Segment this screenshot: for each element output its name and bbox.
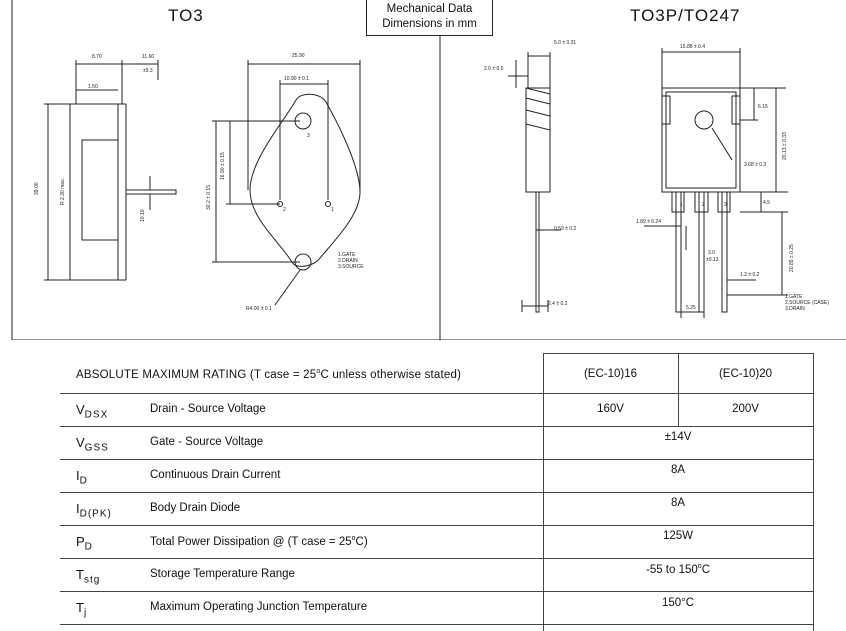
table-line — [60, 393, 813, 394]
to3-dim-r230: R 2.30 max. — [60, 178, 66, 205]
to3-legend-gate: 1.GATE — [338, 252, 356, 258]
symbol-pd: PD — [76, 534, 93, 553]
to247-dim-059: 0.59 ± 0.2 — [554, 226, 576, 232]
symbol-vgss: VGSS — [76, 435, 109, 454]
table-line — [60, 591, 813, 592]
to3-dim-870: 8.70 — [92, 54, 102, 60]
value-vdsx-ec1016: 160V — [597, 403, 624, 415]
table-line — [60, 459, 813, 460]
to247-dim-20: 2.0 ± 0.5 — [484, 66, 504, 72]
column-header-ec1020: (EC-10)20 — [718, 368, 773, 380]
to3-dim-r400: R4.00 ± 0.1 — [246, 306, 272, 312]
table-line — [60, 558, 813, 559]
to247-legend-drain: 3.DRAIN — [785, 306, 805, 312]
to3-dim-1160: 11.60 — [142, 54, 154, 60]
table-title: ABSOLUTE MAXIMUM RATING (T case = 25oC u… — [76, 368, 462, 381]
to3-pin-3: 3 — [307, 133, 310, 139]
symbol-tj: Tj — [76, 600, 88, 619]
to247-dim-1588: 15.88 ± 0.4 — [680, 44, 705, 50]
mechanical-drawing-frame — [11, 0, 846, 340]
to3-dim-1090: 10.90 ± 0.1 — [284, 76, 309, 82]
table-line — [60, 525, 813, 526]
to3-dim-1010: 10.10 — [140, 209, 146, 222]
to3-legend-drain: 2.DRAIN — [338, 258, 358, 264]
value-pd: 125W — [662, 530, 694, 542]
to3-dim-3900: 39.00 — [34, 182, 40, 195]
to247-dim-30: 3.0 — [708, 250, 715, 256]
to247-dim-12: 1.2 ± 0.2 — [740, 272, 760, 278]
desc-drain-source-voltage: Drain - Source Voltage — [150, 403, 266, 415]
symbol-vdsx: VDSX — [76, 402, 109, 421]
mechanical-data-line2: Dimensions in mm — [382, 18, 477, 30]
to3-pin-2: 2 — [283, 207, 286, 213]
to247-pin-1: 1 — [680, 202, 683, 208]
to247-legend-source: 2.SOURCE (CASE) — [785, 300, 829, 306]
to3-dim-150: 1.50 — [88, 84, 98, 90]
to247-dim-189: 1.89 ± 0.24 — [636, 219, 661, 225]
to247-dim-525: 5.25 — [686, 305, 696, 311]
to3-pin-1: 1 — [331, 207, 334, 213]
desc-gate-source-voltage: Gate - Source Voltage — [150, 436, 264, 448]
value-vdsx-ec1020: 200V — [732, 403, 759, 415]
to3-dim-302: 30.2 ± 0.15 — [206, 185, 212, 210]
to3-legend-source: 3.SOURCE — [338, 264, 364, 270]
desc-continuous-drain-current: Continuous Drain Current — [150, 469, 281, 481]
to3-dim-2590: 25.90 — [292, 53, 305, 59]
mechanical-data-box: Mechanical Data Dimensions in mm — [366, 0, 493, 36]
desc-max-junction-temperature: Maximum Operating Junction Temperature — [150, 601, 368, 613]
desc-total-power-dissipation: Total Power Dissipation @ (T case = 25oC… — [150, 535, 368, 548]
to247-pin-2: 2 — [702, 202, 705, 208]
value-tj: 150°C — [661, 597, 695, 609]
to247-dim-50: 5.0 ± 0.31 — [554, 40, 576, 46]
symbol-idpk: ID(PK) — [76, 501, 112, 520]
to247-dim-24: 2.4 ± 0.2 — [548, 301, 568, 307]
to247-dim-2085: 20.85 ± 0.25 — [789, 244, 795, 272]
value-tstg: -55 to 150oC — [645, 563, 710, 576]
table-line — [543, 353, 544, 631]
symbol-id: ID — [76, 468, 88, 487]
to3-dim-93: ±9.3 — [143, 68, 153, 74]
column-header-ec1016: (EC-10)16 — [583, 368, 638, 380]
to247-dim-2013: 20.13 ± 0.33 — [782, 132, 788, 160]
table-line — [60, 426, 813, 427]
to247-dim-45: 4.5 — [763, 200, 770, 206]
mechanical-data-line1: Mechanical Data — [386, 3, 473, 15]
value-id: 8A — [670, 464, 686, 476]
table-line — [60, 624, 813, 625]
to247-pin-3: 3 — [724, 202, 727, 208]
to247-legend-gate: 1.GATE — [785, 294, 803, 300]
to247-drawing: 5.0 ± 0.31 2.0 ± 0.5 15.88 ± 0.4 6.15 20… — [484, 40, 829, 318]
table-line — [678, 353, 679, 426]
value-vgss: ±14V — [664, 431, 692, 443]
table-line — [60, 492, 813, 493]
symbol-tstg: Tstg — [76, 567, 101, 586]
to247-dim-615: 6.15 — [758, 104, 768, 110]
to3-title: TO3 — [168, 6, 204, 25]
to247-dim-013: ±0.13 — [706, 257, 719, 263]
to3-dim-1690: 16.90 ± 0.15 — [220, 152, 226, 180]
to247-dim-368: 3.68 ± 0.3 — [744, 162, 766, 168]
to3-drawing: 8.70 11.60 ±9.3 1.50 39.00 R 2.30 max. 1… — [34, 53, 364, 312]
table-line — [813, 353, 814, 631]
value-idpk: 8A — [670, 497, 686, 509]
desc-body-drain-diode: Body Drain Diode — [150, 502, 241, 514]
to247-title: TO3P/TO247 — [630, 6, 741, 25]
desc-storage-temperature-range: Storage Temperature Range — [150, 568, 295, 580]
